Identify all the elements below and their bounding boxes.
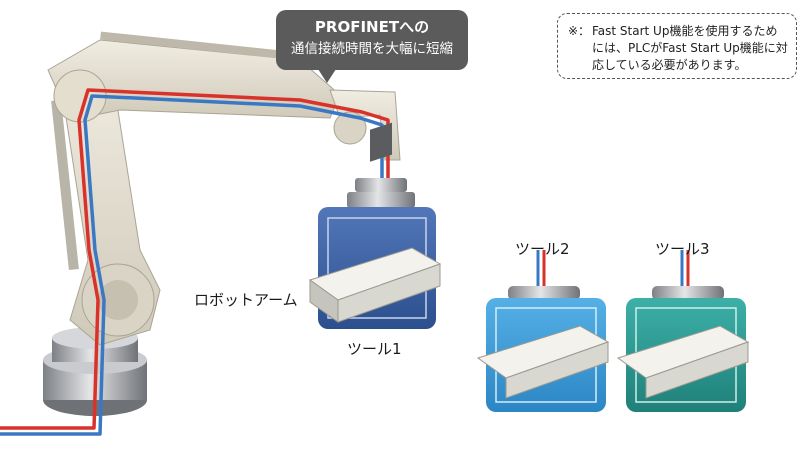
note-mark: ※： [568, 24, 591, 38]
tool1-label: ツール1 [347, 340, 402, 358]
tool1-valve-manifold [308, 122, 442, 323]
callout-subtitle: 通信接続時間を大幅に短縮 [291, 41, 453, 57]
tool2-label: ツール2 [515, 240, 570, 258]
tool3-block [616, 250, 750, 412]
tool-changer [347, 178, 415, 208]
fast-start-up-note: ※： Fast Start Up機能を使用するためには、PLCがFast Sta… [557, 13, 797, 79]
profinet-callout: PROFINETへの 通信接続時間を大幅に短縮 [276, 10, 468, 70]
tool2-block [476, 250, 610, 412]
callout-title: PROFINETへの [314, 18, 430, 36]
tool3-label: ツール3 [655, 240, 710, 258]
robot-cables [0, 88, 390, 436]
robot-arm-label: ロボットアーム [194, 291, 298, 309]
note-text: Fast Start Up機能を使用するためには、PLCがFast Start … [592, 24, 788, 72]
callout-pointer [318, 69, 336, 83]
